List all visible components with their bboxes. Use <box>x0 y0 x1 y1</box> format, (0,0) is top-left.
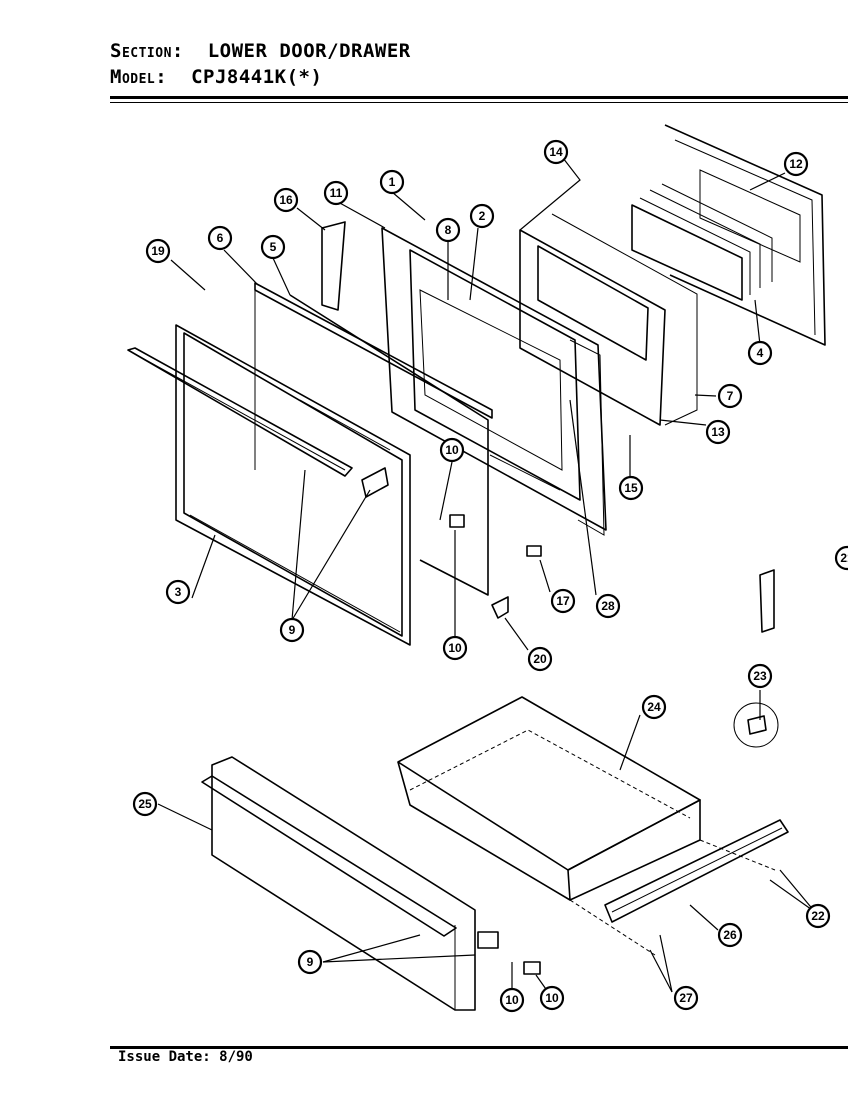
svg-text:22: 22 <box>811 909 825 923</box>
callout-10a: 10 <box>439 437 465 463</box>
section-label: Section: <box>110 40 184 62</box>
svg-text:7: 7 <box>727 389 734 403</box>
svg-text:28: 28 <box>601 599 615 613</box>
callout-16: 16 <box>273 187 299 213</box>
callout-21: 21 <box>834 545 848 571</box>
svg-text:5: 5 <box>270 240 277 254</box>
callout-13: 13 <box>705 419 731 445</box>
svg-text:1: 1 <box>389 175 396 189</box>
svg-text:10: 10 <box>545 991 559 1005</box>
bracket-part <box>491 596 509 619</box>
hinge-part <box>759 569 775 633</box>
svg-text:20: 20 <box>533 652 547 666</box>
drawer-stop <box>747 715 767 735</box>
callout-27: 27 <box>673 985 699 1011</box>
callout-4: 4 <box>747 340 773 366</box>
svg-text:24: 24 <box>647 700 661 714</box>
door-stop <box>526 545 542 557</box>
callout-10d: 10 <box>539 985 565 1011</box>
drawer-front-panel <box>201 756 476 1011</box>
clip-part <box>449 514 465 528</box>
callout-3: 3 <box>165 579 191 605</box>
footer-rule <box>110 1046 848 1049</box>
door-glass-top <box>254 282 493 419</box>
svg-text:27: 27 <box>679 991 693 1005</box>
callout-22: 22 <box>805 903 831 929</box>
door-outer-panel <box>175 324 411 646</box>
callout-5: 5 <box>260 234 286 260</box>
svg-text:19: 19 <box>151 244 165 258</box>
door-inner-liner <box>664 124 826 346</box>
callout-17: 17 <box>550 588 576 614</box>
svg-text:10: 10 <box>505 993 519 1007</box>
callout-2: 2 <box>469 203 495 229</box>
section-value: LOWER DOOR/DRAWER <box>207 40 411 62</box>
svg-text:8: 8 <box>445 223 452 237</box>
svg-text:21: 21 <box>840 551 848 565</box>
issue-date: Issue Date: 8/90 <box>118 1049 253 1065</box>
svg-text:6: 6 <box>217 231 224 245</box>
svg-text:16: 16 <box>279 193 293 207</box>
callout-7: 7 <box>717 383 743 409</box>
svg-text:12: 12 <box>789 157 803 171</box>
svg-text:11: 11 <box>330 186 343 200</box>
svg-text:3: 3 <box>175 585 182 599</box>
callout-9b: 9 <box>297 949 323 975</box>
callout-28: 28 <box>595 593 621 619</box>
model-label: Model: <box>110 66 168 88</box>
svg-text:13: 13 <box>711 425 725 439</box>
svg-text:15: 15 <box>624 481 638 495</box>
door-handle <box>127 347 353 477</box>
svg-text:10: 10 <box>448 641 462 655</box>
svg-text:4: 4 <box>757 346 764 360</box>
window-glass-pack <box>631 183 773 301</box>
model-value: CPJ8441K(*) <box>191 66 323 88</box>
callout-26: 26 <box>717 922 743 948</box>
leader-lines <box>157 157 816 993</box>
svg-text:26: 26 <box>723 928 737 942</box>
callout-12: 12 <box>783 151 809 177</box>
svg-text:10: 10 <box>445 443 459 457</box>
detail-inset <box>733 702 779 748</box>
callout-20: 20 <box>527 646 553 672</box>
inner-door-frame <box>381 227 607 536</box>
callout-14: 14 <box>543 139 569 165</box>
handle-bracket-drawer <box>477 931 499 949</box>
callout-10b: 10 <box>442 635 468 661</box>
drawer-body <box>397 696 701 901</box>
section-header: Section: LOWER DOOR/DRAWER <box>110 40 411 62</box>
callout-8: 8 <box>435 217 461 243</box>
model-header: Model: CPJ8441K(*) <box>110 66 322 88</box>
callout-6: 6 <box>207 225 233 251</box>
callout-25: 25 <box>132 791 158 817</box>
callout-19: 19 <box>145 238 171 264</box>
svg-text:23: 23 <box>753 669 767 683</box>
drawer-clip <box>523 961 541 975</box>
svg-text:9: 9 <box>307 955 314 969</box>
svg-text:2: 2 <box>479 209 486 223</box>
callout-1: 1 <box>379 169 405 195</box>
svg-text:25: 25 <box>138 797 152 811</box>
slide-alignment <box>569 899 656 956</box>
callout-15: 15 <box>618 475 644 501</box>
svg-text:9: 9 <box>289 623 296 637</box>
svg-text:17: 17 <box>556 594 570 608</box>
callout-9a: 9 <box>279 617 305 643</box>
header-rule <box>110 96 848 99</box>
handle-end-cap <box>361 467 389 498</box>
callout-11: 11 <box>323 180 349 206</box>
header-rule-thin <box>110 102 848 103</box>
callout-23: 23 <box>747 663 773 689</box>
handle-bracket <box>321 221 346 311</box>
svg-text:14: 14 <box>549 145 563 159</box>
callout-10c: 10 <box>499 987 525 1013</box>
window-frame <box>519 213 698 426</box>
callout-24: 24 <box>641 694 667 720</box>
